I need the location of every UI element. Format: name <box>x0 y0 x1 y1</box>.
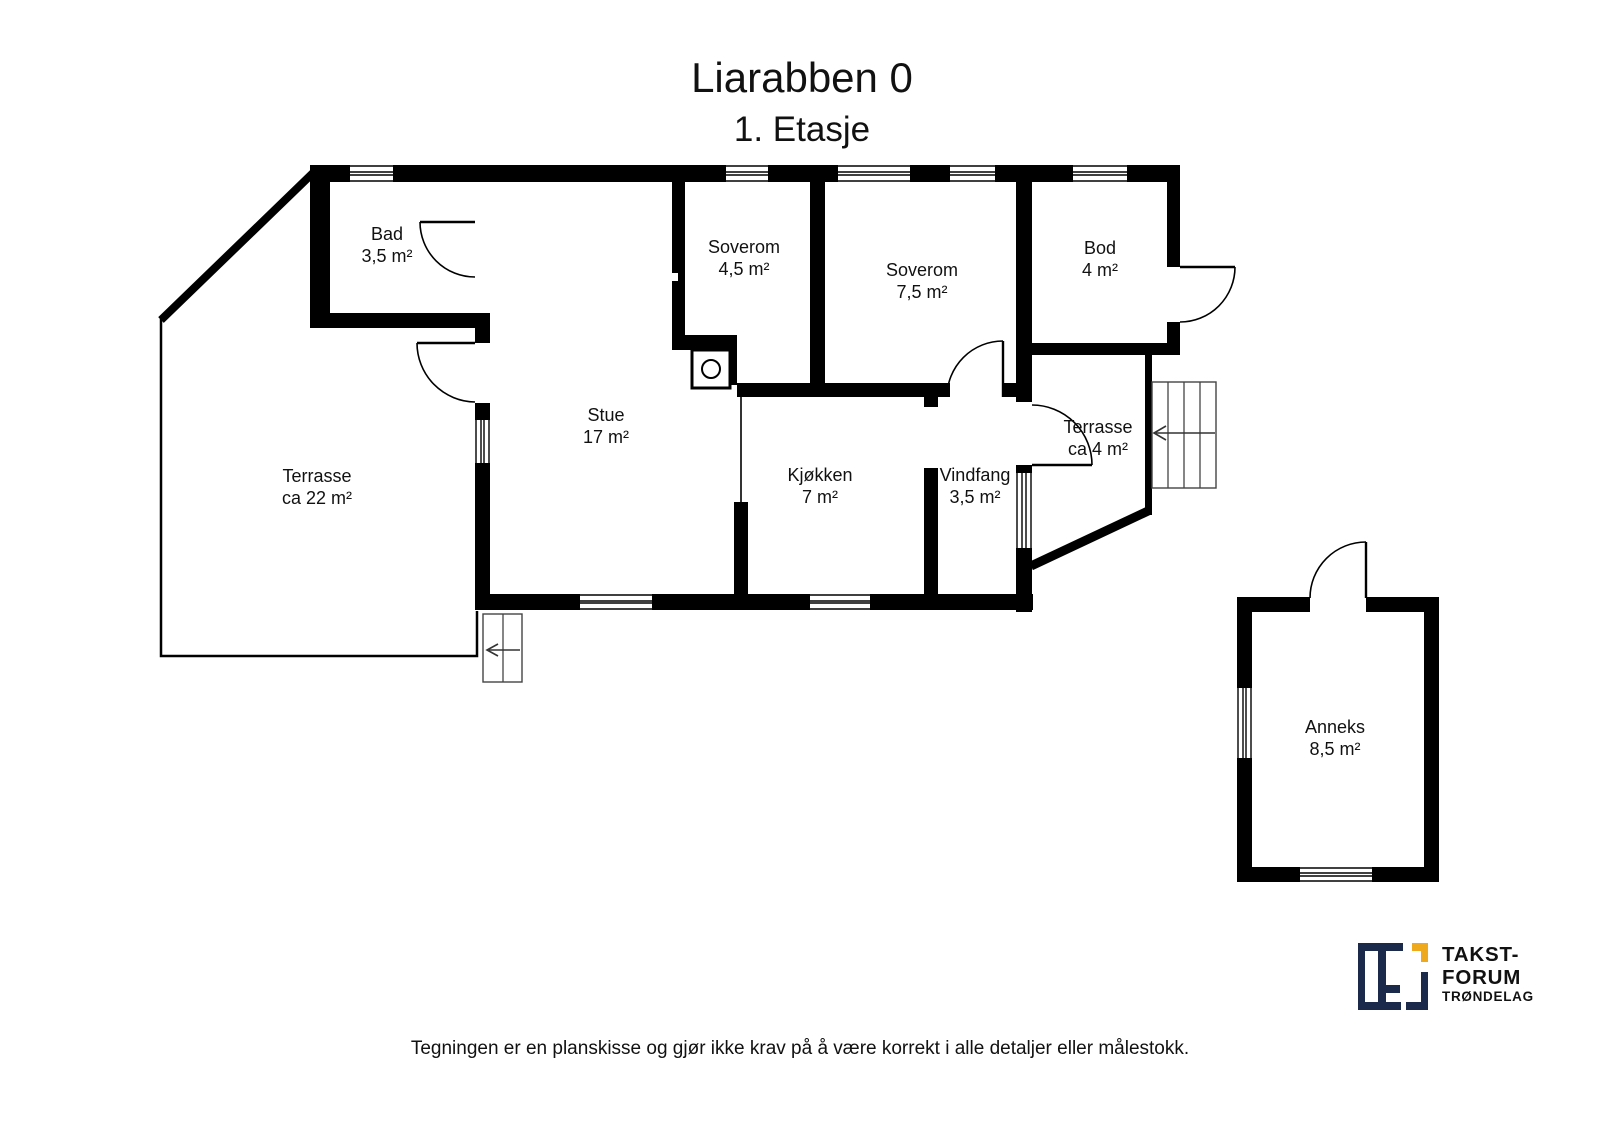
room-label-kjokken: Kjøkken 7 m² <box>787 465 852 507</box>
svg-text:Vindfang: Vindfang <box>940 465 1011 485</box>
stairs-arrow-left-icon <box>1152 425 1167 441</box>
room-label-bod: Bod 4 m² <box>1082 238 1118 280</box>
svg-text:3,5 m²: 3,5 m² <box>949 487 1000 507</box>
svg-text:8,5 m²: 8,5 m² <box>1309 739 1360 759</box>
window-vindfang-right <box>1016 473 1032 548</box>
svg-text:Anneks: Anneks <box>1305 717 1365 737</box>
windows <box>350 165 1127 610</box>
logo-text-line2: FORUM <box>1442 966 1521 989</box>
svg-text:7,5 m²: 7,5 m² <box>896 282 947 302</box>
room-label-terrasse-stor: Terrasse ca 22 m² <box>282 466 352 508</box>
svg-text:Soverom: Soverom <box>886 260 958 280</box>
door-swing-bad <box>419 220 476 278</box>
window-soverom45 <box>726 165 768 182</box>
window-anneks-bottom <box>1300 867 1372 882</box>
door-swing-bod <box>1179 265 1236 323</box>
room-label-anneks: Anneks 8,5 m² <box>1305 717 1365 759</box>
plan-subtitle: 1. Etasje <box>734 110 870 149</box>
logo-mark-icon <box>1358 943 1428 1010</box>
svg-text:Terrasse: Terrasse <box>1063 417 1132 437</box>
door-swing-anneks <box>1309 541 1368 599</box>
room-label-vindfang: Vindfang 3,5 m² <box>940 465 1011 507</box>
svg-text:ca 22 m²: ca 22 m² <box>282 488 352 508</box>
disclaimer-text: Tegningen er en planskisse og gjør ikke … <box>411 1038 1189 1059</box>
svg-text:4,5 m²: 4,5 m² <box>718 259 769 279</box>
svg-text:4 m²: 4 m² <box>1082 260 1118 280</box>
room-label-terrasse-liten: Terrasse ca 4 m² <box>1063 417 1132 459</box>
window-bad <box>350 165 393 182</box>
annex-building <box>1237 541 1439 882</box>
takstforum-logo: TAKST- FORUM TRØNDELAG <box>1358 943 1534 1010</box>
room-label-soverom-75: Soverom 7,5 m² <box>886 260 958 302</box>
window-soverom75-left <box>838 165 910 182</box>
window-stue-bottom <box>580 594 652 610</box>
walls <box>310 165 1180 612</box>
terrace-outline <box>158 168 479 658</box>
window-soverom75-right <box>950 165 995 182</box>
terrace-diagonal-wall <box>1029 506 1150 571</box>
door-swing-stue-terrace <box>416 341 476 403</box>
room-label-bad: Bad 3,5 m² <box>361 224 412 266</box>
plan-title: Liarabben 0 <box>691 54 913 101</box>
room-label-stue: Stue 17 m² <box>583 405 629 447</box>
door-swing-soverom75 <box>946 340 1005 398</box>
wall-notch <box>672 273 678 281</box>
window-anneks-left <box>1237 688 1252 758</box>
chimney <box>690 348 732 390</box>
svg-text:3,5 m²: 3,5 m² <box>361 246 412 266</box>
svg-text:ca 4 m²: ca 4 m² <box>1068 439 1128 459</box>
stairs-garden <box>482 613 523 683</box>
svg-text:Terrasse: Terrasse <box>282 466 351 486</box>
svg-text:Bad: Bad <box>371 224 403 244</box>
svg-text:7 m²: 7 m² <box>802 487 838 507</box>
svg-text:Stue: Stue <box>587 405 624 425</box>
svg-text:Kjøkken: Kjøkken <box>787 465 852 485</box>
stairs-terrace-entrance <box>1151 381 1217 489</box>
room-label-soverom-45: Soverom 4,5 m² <box>708 237 780 279</box>
window-kjokken-bottom <box>810 594 870 610</box>
stairs-arrow-left-icon <box>485 643 499 657</box>
door-swing-vindfang-terrace <box>1031 404 1093 467</box>
logo-text-line3: TRØNDELAG <box>1442 989 1534 1004</box>
window-stue-left <box>475 420 490 463</box>
svg-text:Bod: Bod <box>1084 238 1116 258</box>
svg-text:Soverom: Soverom <box>708 237 780 257</box>
window-bod <box>1073 165 1127 182</box>
logo-text-line1: TAKST- <box>1442 943 1519 966</box>
svg-text:17 m²: 17 m² <box>583 427 629 447</box>
doors <box>416 220 1236 467</box>
